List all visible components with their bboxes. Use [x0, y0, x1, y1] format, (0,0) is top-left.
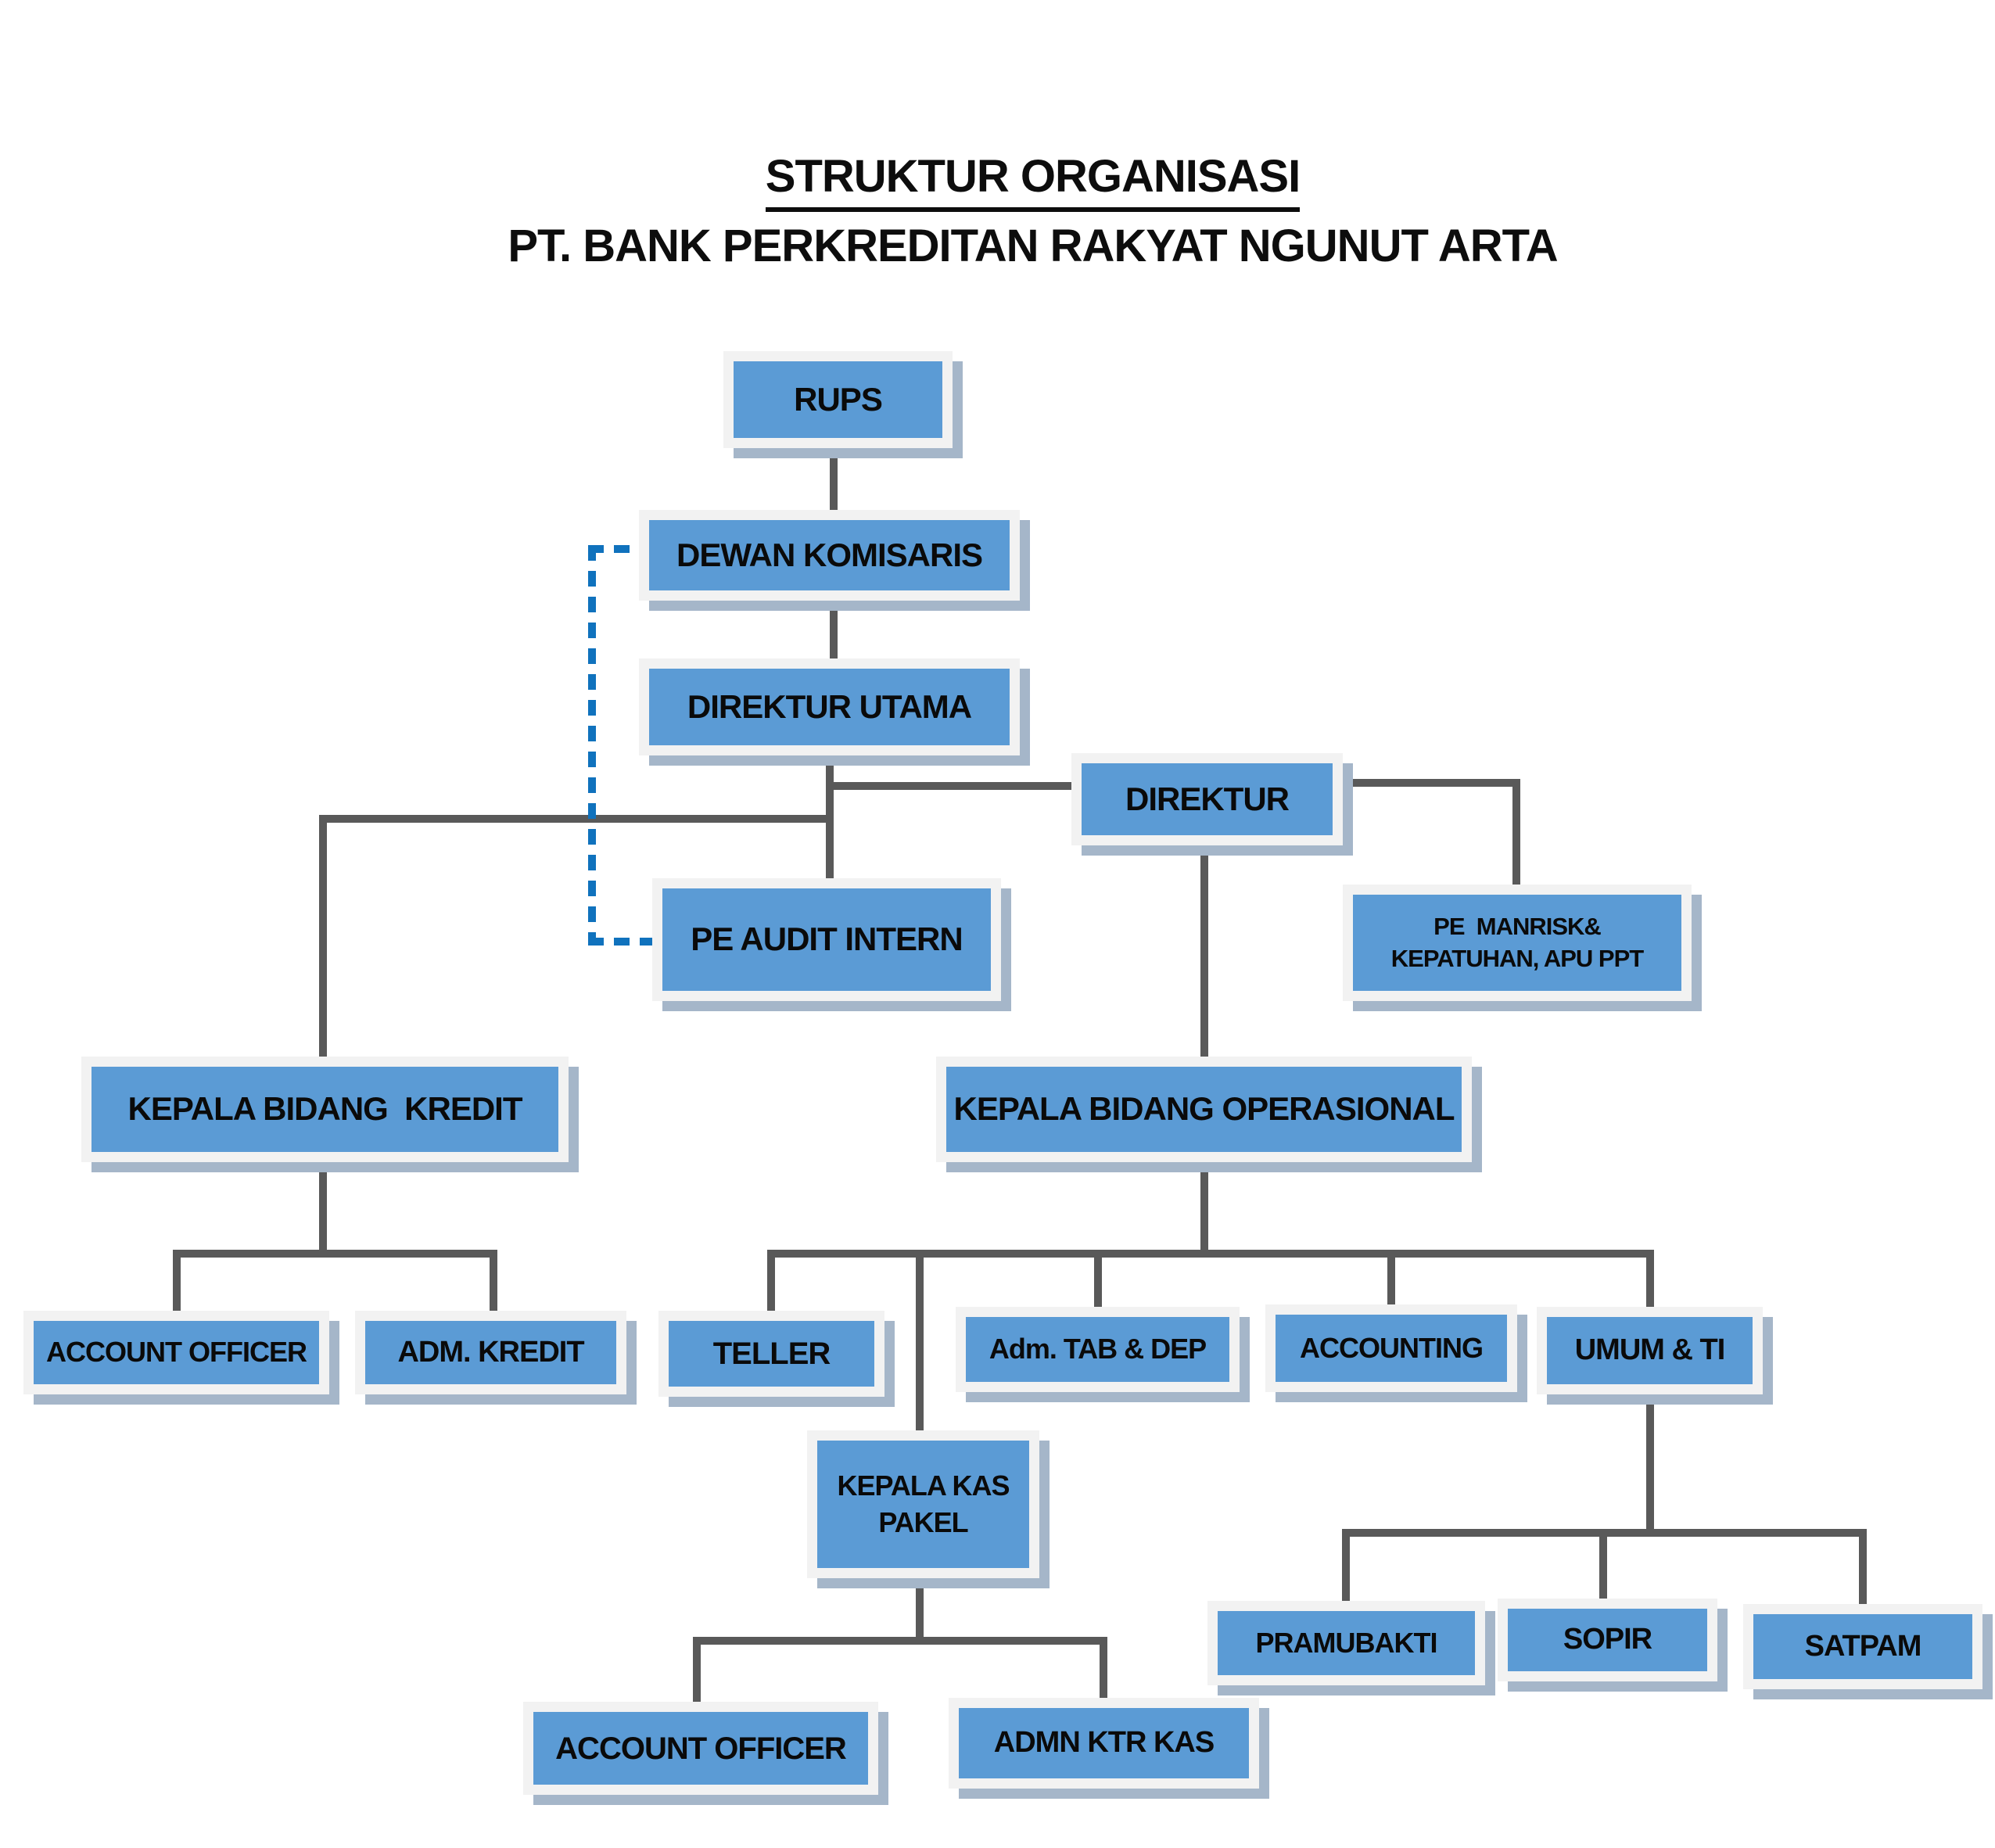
connector-line [916, 1573, 924, 1642]
admn-ktr-kas-fill: ADMN KTR KAS [959, 1708, 1249, 1778]
kepala-bidang-operasional: KEPALA BIDANG OPERASIONAL [936, 1057, 1472, 1162]
connector-line [830, 438, 838, 516]
satpam: SATPAM [1743, 1604, 1982, 1689]
adm-tab-dep-label: Adm. TAB & DEP [989, 1333, 1207, 1365]
direktur-label: DIREKTUR [1125, 780, 1290, 817]
sopir-label: SOPIR [1563, 1623, 1652, 1656]
pe-manrisk-kepatuhan-fill: PE MANRISK& KEPATUHAN, APU PPT [1353, 895, 1681, 991]
connector-line [1512, 779, 1520, 890]
connector-line [1342, 1529, 1350, 1607]
kepala-bidang-kredit-label: KEPALA BIDANG KREDIT [127, 1090, 523, 1128]
connector-line [173, 1250, 497, 1258]
pramubakti: PRAMUBAKTI [1207, 1601, 1485, 1685]
account-officer-kredit: ACCOUNT OFFICER [23, 1311, 329, 1394]
dashed-connector-line [588, 938, 658, 946]
sopir-fill: SOPIR [1508, 1609, 1707, 1671]
account-officer-kredit-label: ACCOUNT OFFICER [46, 1336, 307, 1369]
connector-line [319, 815, 327, 1063]
connector-line [693, 1637, 701, 1707]
connector-line [1100, 1637, 1107, 1703]
kepala-kas-pakel-fill: KEPALA KAS PAKEL [817, 1441, 1029, 1568]
connector-line [916, 1250, 924, 1436]
pramubakti-fill: PRAMUBAKTI [1218, 1611, 1475, 1675]
account-officer-kredit-fill: ACCOUNT OFFICER [34, 1321, 319, 1384]
sopir: SOPIR [1498, 1599, 1717, 1681]
connector-line [1339, 779, 1520, 787]
chart-subtitle: PT. BANK PERKREDITAN RAKYAT NGUNUT ARTA [508, 220, 1558, 271]
rups: RUPS [723, 351, 953, 448]
account-officer-kas-label: ACCOUNT OFFICER [555, 1731, 847, 1766]
connector-line [693, 1637, 1107, 1645]
account-officer-kas-fill: ACCOUNT OFFICER [533, 1712, 868, 1785]
teller-fill: TELLER [669, 1321, 874, 1387]
pe-audit-intern-fill: PE AUDIT INTERN [662, 888, 991, 991]
connector-line [1094, 1250, 1102, 1314]
accounting-label: ACCOUNTING [1300, 1331, 1484, 1364]
pe-audit-intern: PE AUDIT INTERN [652, 878, 1001, 1001]
adm-kredit-label: ADM. KREDIT [397, 1335, 584, 1369]
direktur-utama-label: DIREKTUR UTAMA [687, 687, 972, 725]
connector-line [322, 815, 834, 823]
satpam-fill: SATPAM [1753, 1614, 1972, 1679]
accounting: ACCOUNTING [1265, 1304, 1517, 1392]
direktur: DIREKTUR [1071, 753, 1343, 845]
connector-line [830, 594, 838, 665]
dewan-komisaris-label: DEWAN KOMISARIS [676, 536, 983, 573]
connector-line [1387, 1250, 1395, 1311]
accounting-fill: ACCOUNTING [1276, 1315, 1507, 1382]
admn-ktr-kas: ADMN KTR KAS [949, 1698, 1259, 1789]
connector-line [1859, 1529, 1867, 1610]
adm-tab-dep-fill: Adm. TAB & DEP [966, 1317, 1229, 1382]
kepala-bidang-operasional-label: KEPALA BIDANG OPERASIONAL [953, 1090, 1455, 1128]
kepala-bidang-kredit-fill: KEPALA BIDANG KREDIT [91, 1067, 558, 1152]
connector-line [1646, 1390, 1654, 1537]
pe-manrisk-kepatuhan: PE MANRISK& KEPATUHAN, APU PPT [1343, 885, 1692, 1001]
connector-line [173, 1250, 181, 1317]
connector-line [1646, 1250, 1654, 1314]
direktur-utama-fill: DIREKTUR UTAMA [649, 669, 1010, 745]
satpam-label: SATPAM [1804, 1629, 1922, 1663]
connector-line [767, 1250, 775, 1317]
umum-ti-label: UMUM & TI [1574, 1333, 1726, 1367]
kepala-bidang-operasional-fill: KEPALA BIDANG OPERASIONAL [946, 1067, 1462, 1152]
dewan-komisaris: DEWAN KOMISARIS [639, 510, 1020, 601]
umum-ti: UMUM & TI [1537, 1307, 1763, 1394]
dashed-connector-line [588, 545, 596, 946]
direktur-fill: DIREKTUR [1082, 763, 1333, 835]
connector-line [319, 1157, 327, 1258]
kepala-kas-pakel-label: KEPALA KAS PAKEL [837, 1469, 1010, 1538]
connector-line [1200, 1157, 1208, 1258]
account-officer-kas: ACCOUNT OFFICER [523, 1702, 878, 1795]
connector-line [1200, 841, 1208, 1063]
teller-label: TELLER [712, 1337, 831, 1371]
pe-audit-intern-label: PE AUDIT INTERN [691, 920, 963, 958]
pe-manrisk-kepatuhan-label: PE MANRISK& KEPATUHAN, APU PPT [1390, 913, 1644, 972]
connector-line [490, 1250, 497, 1317]
adm-kredit: ADM. KREDIT [355, 1311, 626, 1394]
dashed-connector-line [588, 545, 644, 553]
connector-line [1599, 1529, 1607, 1619]
adm-kredit-fill: ADM. KREDIT [365, 1321, 616, 1384]
umum-ti-fill: UMUM & TI [1547, 1317, 1753, 1384]
adm-tab-dep: Adm. TAB & DEP [956, 1307, 1240, 1392]
admn-ktr-kas-label: ADMN KTR KAS [993, 1726, 1215, 1760]
teller: TELLER [658, 1311, 884, 1397]
dewan-komisaris-fill: DEWAN KOMISARIS [649, 520, 1010, 590]
pramubakti-label: PRAMUBAKTI [1255, 1626, 1438, 1659]
rups-label: RUPS [794, 380, 883, 418]
connector-line [826, 782, 1076, 790]
connector-line [767, 1250, 1654, 1258]
kepala-bidang-kredit: KEPALA BIDANG KREDIT [81, 1057, 569, 1162]
chart-title: STRUKTUR ORGANISASI [765, 149, 1301, 212]
chart-title-block: STRUKTUR ORGANISASI PT. BANK PERKREDITAN… [70, 149, 1995, 275]
kepala-kas-pakel: KEPALA KAS PAKEL [807, 1430, 1039, 1578]
rups-fill: RUPS [734, 361, 942, 438]
direktur-utama: DIREKTUR UTAMA [639, 658, 1020, 755]
